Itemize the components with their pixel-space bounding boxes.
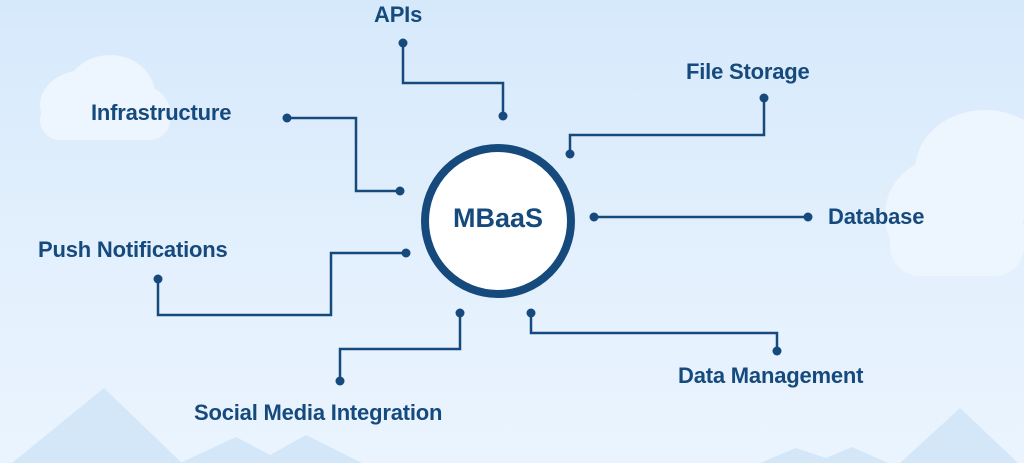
connector-dot: [153, 274, 163, 284]
connector-dot: [759, 93, 769, 103]
node-database: Database: [828, 204, 925, 229]
connector-dot: [335, 376, 345, 386]
node-file-storage: File Storage: [686, 59, 810, 84]
connector-dot: [565, 149, 575, 159]
mountains: [12, 388, 1018, 463]
connector-file-storage: [568, 98, 766, 154]
connector-dot: [395, 186, 405, 196]
node-apis: APIs: [374, 2, 423, 27]
connector-dot: [455, 308, 465, 318]
connector-dot: [772, 346, 782, 356]
connector-dot: [803, 212, 813, 222]
connector-infrastructure: [287, 116, 400, 193]
connector-apis: [401, 43, 505, 116]
connector-dot: [398, 38, 408, 48]
cloud-right: [885, 110, 1024, 276]
center-hub: [421, 144, 575, 298]
connector-dot: [526, 308, 536, 318]
connector-dot: [589, 212, 599, 222]
node-infrastructure: Infrastructure: [91, 100, 232, 125]
connector-dot: [282, 113, 292, 123]
connector-dot: [498, 111, 508, 121]
connector-push-notifications: [156, 251, 406, 317]
cloud-left: [40, 55, 170, 140]
node-push-notifications: Push Notifications: [38, 237, 228, 262]
center-hub-label: MBaaS: [452, 203, 544, 233]
connector-data-management: [529, 313, 779, 351]
node-social-media-integration: Social Media Integration: [194, 400, 443, 425]
connector-dot: [401, 248, 411, 258]
node-data-management: Data Management: [678, 363, 864, 388]
connector-social-media-integration: [338, 313, 462, 381]
